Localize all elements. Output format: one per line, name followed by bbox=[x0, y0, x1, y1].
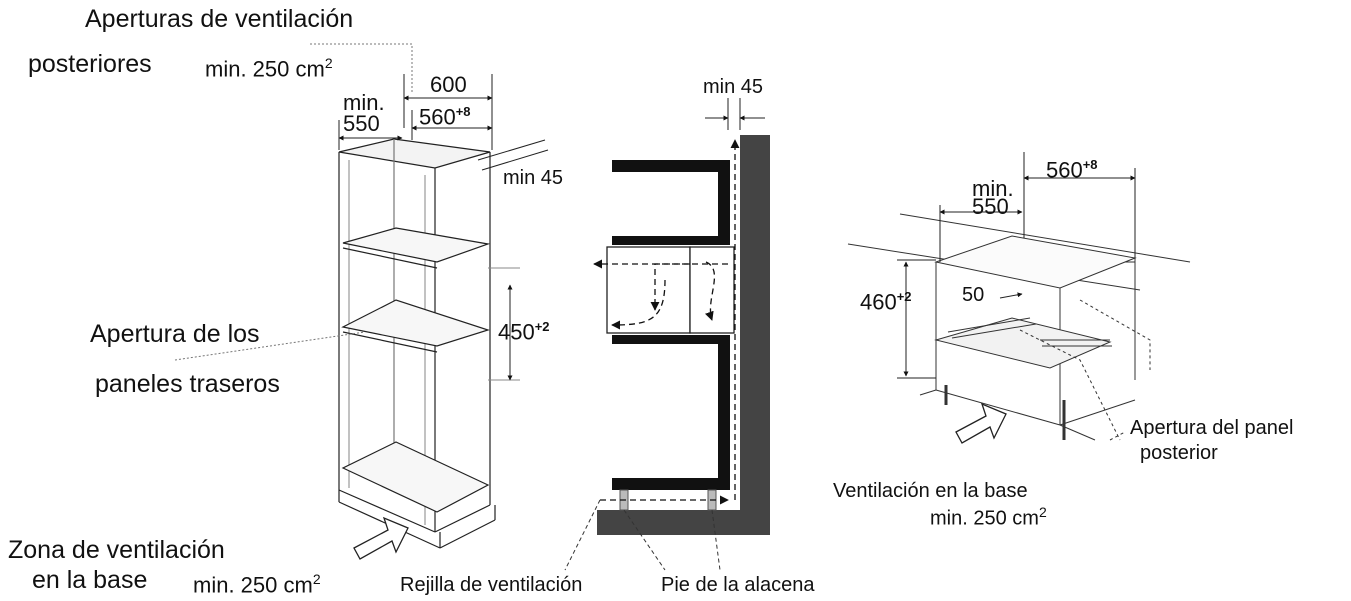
base-intake-arrow-right bbox=[956, 404, 1006, 443]
undercounter-niche bbox=[848, 214, 1190, 440]
base-vent-right-line2: min. 250 cm2 bbox=[930, 504, 1047, 530]
tall-cabinet bbox=[339, 139, 495, 548]
section-view bbox=[597, 135, 770, 535]
leader-lines bbox=[175, 44, 412, 360]
dim-550-right: 550 bbox=[972, 194, 1009, 219]
rear-panel-opening-line1: Apertura de los bbox=[90, 320, 260, 348]
dim-550-left: 550 bbox=[343, 111, 380, 136]
rear-vents-min-area: min. 250 cm2 bbox=[205, 55, 333, 82]
dim-50: 50 bbox=[962, 284, 985, 306]
dim-450: 450+2 bbox=[498, 319, 550, 345]
rear-vents-title-line1: Aperturas de ventilación bbox=[85, 5, 354, 33]
base-intake-arrow-left bbox=[354, 518, 408, 559]
section-leaders bbox=[565, 500, 720, 570]
base-zone-min-area: min. 250 cm2 bbox=[193, 571, 321, 598]
dim-min45-section: min 45 bbox=[703, 76, 764, 98]
dim-min-label-right: min. bbox=[972, 176, 1014, 201]
rear-vents-title-line2: posteriores bbox=[28, 50, 152, 78]
base-vent-right-line1: Ventilación en la base bbox=[833, 480, 1028, 502]
dim-460: 460+2 bbox=[860, 289, 912, 315]
base-zone-line1: Zona de ventilación bbox=[8, 536, 225, 564]
base-zone-line2: en la base bbox=[32, 566, 148, 594]
dim-560-left: 560+8 bbox=[419, 104, 471, 130]
section-dimension bbox=[705, 98, 765, 130]
right-dimensions bbox=[897, 152, 1136, 378]
rear-panel-opening-line2: paneles traseros bbox=[95, 370, 280, 398]
dim-min45-left: min 45 bbox=[503, 167, 564, 189]
vent-grille-label: Rejilla de ventilación bbox=[400, 574, 583, 596]
dim-600: 600 bbox=[430, 72, 467, 97]
dim-560-right: 560+8 bbox=[1046, 157, 1098, 183]
rear-panel-opening-right-line1: Apertura del panel bbox=[1130, 417, 1294, 439]
cabinet-foot-label: Pie de la alacena bbox=[661, 574, 815, 596]
dim-min-label-left: min. bbox=[343, 90, 385, 115]
left-dimensions bbox=[338, 74, 548, 381]
rear-panel-opening-right-line2: posterior bbox=[1140, 442, 1218, 464]
airflow-arrows bbox=[593, 139, 740, 505]
